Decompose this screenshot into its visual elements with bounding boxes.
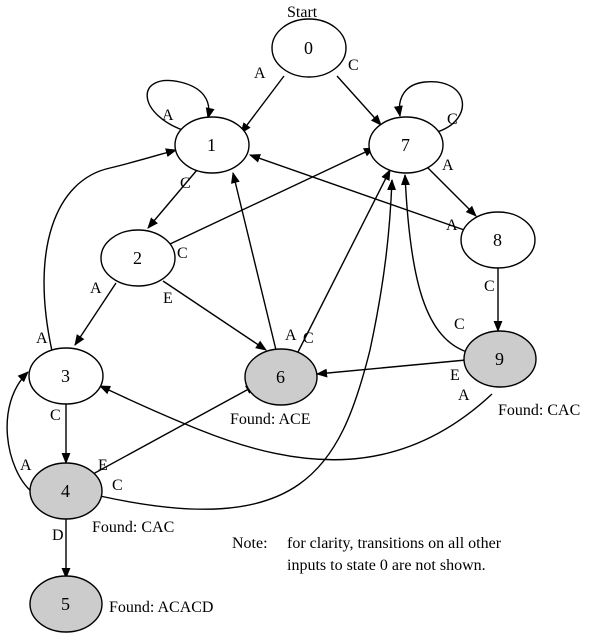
note-prefix: Note: <box>232 535 268 552</box>
edge-2-3 <box>74 282 117 346</box>
edge-label-9-3: A <box>458 387 470 404</box>
edge-2-6 <box>162 280 267 351</box>
edge-7-8 <box>425 165 477 217</box>
note-line-1: for clarity, transitions on all other <box>287 535 502 552</box>
svg-text:4: 4 <box>61 481 70 501</box>
edge-label-6-7: C <box>303 330 314 347</box>
note: Note: for clarity, transitions on all ot… <box>232 535 502 574</box>
edge-label-1-1: A <box>162 107 174 124</box>
edge-4-7 <box>99 178 397 510</box>
svg-text:9: 9 <box>495 349 504 369</box>
edge-label-4-5: D <box>52 527 64 544</box>
state-9: 9 <box>463 330 537 388</box>
edge-label-3-4: C <box>50 407 61 424</box>
state-7: 7 <box>368 116 444 174</box>
state-3: 3 <box>28 347 104 405</box>
edge-label-8-9: C <box>484 278 495 295</box>
caption-state-6: Found: ACE <box>230 411 310 428</box>
edge-9-7 <box>401 173 471 354</box>
edge-7-7 <box>393 81 464 133</box>
edge-label-7-7: C <box>447 111 458 128</box>
caption-state-5: Found: ACACD <box>109 599 213 616</box>
state-8: 8 <box>460 211 536 269</box>
edge-label-2-6: E <box>163 290 173 307</box>
state-6: 6 <box>244 348 318 406</box>
edge-label-4-3: A <box>20 457 32 474</box>
state-0: 0 <box>271 18 347 78</box>
state-2: 2 <box>100 229 176 287</box>
edge-label-2-7: C <box>177 245 188 262</box>
edge-9-6 <box>315 359 467 378</box>
svg-text:7: 7 <box>401 135 410 155</box>
svg-text:3: 3 <box>61 366 70 386</box>
caption-state-9: Found: CAC <box>498 402 580 419</box>
state-5: 5 <box>29 575 103 633</box>
edge-0-1 <box>240 75 285 134</box>
edge-label-1-2: C <box>180 175 191 192</box>
edge-6-7 <box>297 169 391 353</box>
note-line-2: inputs to state 0 are not shown. <box>287 557 486 574</box>
edge-label-6-1: A <box>285 327 297 344</box>
edge-label-8-1: A <box>446 217 458 234</box>
svg-text:1: 1 <box>207 135 216 155</box>
edge-label-3-1: A <box>36 330 48 347</box>
svg-text:5: 5 <box>61 594 70 614</box>
edge-label-9-7: C <box>454 316 465 333</box>
edge-1-2 <box>147 169 198 229</box>
start-label: Start <box>287 4 318 21</box>
captions: Found: ACE Found: CAC Found: CAC Found: … <box>92 402 580 616</box>
edge-label-4-7: C <box>112 477 123 494</box>
edge-4-6 <box>92 384 257 475</box>
caption-state-4: Found: CAC <box>92 519 174 536</box>
edge-label-2-3: A <box>90 280 102 297</box>
transitions: A C A C A C E A C A E C <box>6 57 503 580</box>
svg-text:6: 6 <box>276 367 285 387</box>
svg-text:2: 2 <box>133 248 142 268</box>
state-1: 1 <box>174 116 250 174</box>
svg-text:0: 0 <box>304 38 313 58</box>
edge-label-9-6: E <box>450 367 460 384</box>
edge-1-1 <box>146 79 215 133</box>
edge-label-0-1: A <box>254 65 266 82</box>
edge-label-7-8: A <box>442 157 454 174</box>
edge-label-0-7: C <box>348 57 359 74</box>
edge-label-4-6: E <box>98 457 108 474</box>
states: Start 0 1 2 3 4 5 6 <box>28 4 537 633</box>
edge-3-1 <box>43 148 178 352</box>
edge-0-7 <box>336 75 382 126</box>
edge-6-1 <box>231 171 277 351</box>
svg-text:8: 8 <box>493 230 502 250</box>
edge-4-3 <box>6 371 33 493</box>
edge-9-3 <box>98 385 493 461</box>
state-4: 4 <box>29 462 103 520</box>
edge-8-1 <box>248 154 471 233</box>
edge-2-7 <box>169 147 376 245</box>
